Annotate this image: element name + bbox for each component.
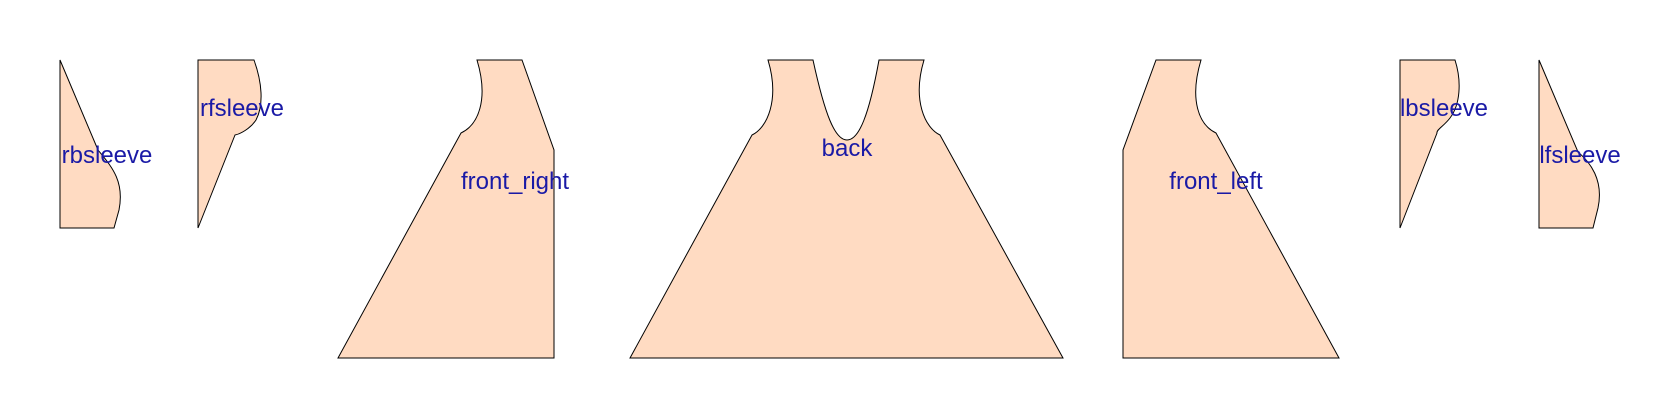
piece-rbsleeve: rbsleeve [59,59,153,229]
piece-lfsleeve-shape [1538,59,1600,229]
piece-front-left-shape [1122,59,1340,359]
piece-rfsleeve: rfsleeve [197,59,284,229]
piece-rbsleeve-label: rbsleeve [62,142,153,169]
piece-front-right: front_right [337,59,569,359]
piece-back-shape [629,59,1064,359]
piece-back: back [629,59,1064,359]
piece-lbsleeve-shape [1399,59,1460,229]
piece-rfsleeve-shape [197,59,262,229]
piece-rfsleeve-label: rfsleeve [200,95,284,122]
piece-front-left: front_left [1122,59,1340,359]
piece-rbsleeve-shape [59,59,121,229]
piece-lfsleeve-label: lfsleeve [1539,142,1620,169]
piece-back-label: back [822,135,874,162]
piece-front-right-shape [337,59,555,359]
piece-lbsleeve-label: lbsleeve [1400,95,1488,122]
piece-front-left-label: front_left [1169,168,1263,195]
piece-front-right-label: front_right [461,168,569,195]
piece-lbsleeve: lbsleeve [1399,59,1488,229]
piece-lfsleeve: lfsleeve [1538,59,1621,229]
